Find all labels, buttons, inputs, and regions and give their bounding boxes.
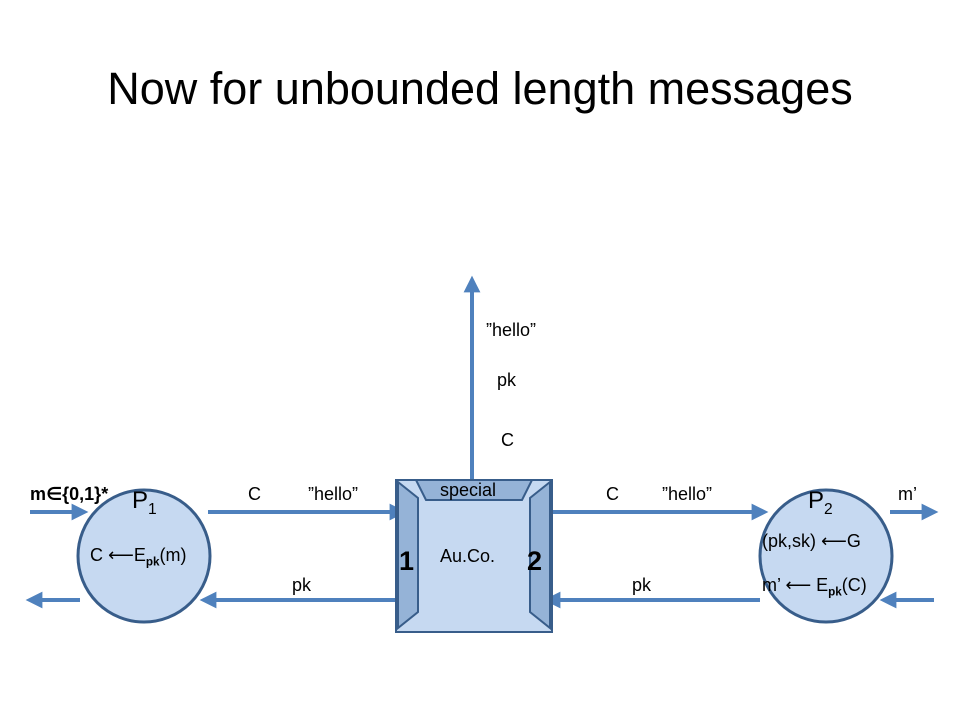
p2-decrypt-label: m’ ⟵ Epk(C) (762, 575, 867, 599)
p1-node[interactable] (76, 488, 212, 624)
auco-port-2 (529, 479, 551, 631)
p2-output-label: m’ (898, 484, 917, 504)
p1-input-label: m∈{0,1}* (30, 484, 109, 504)
right-bottom-pk-label: pk (632, 575, 652, 595)
top-hello-label: ”hello” (486, 320, 537, 340)
auco-port-1 (397, 479, 419, 631)
auco-special-label: special (440, 480, 497, 500)
left-top-hello-label: ”hello” (308, 484, 359, 504)
auco-port-1-label: 1 (399, 546, 415, 576)
p2-node[interactable] (758, 488, 894, 624)
page-title: Now for unbounded length messages (107, 63, 853, 114)
top-c-label: C (501, 430, 514, 450)
p1-encrypt-label: C ⟵Epk(m) (90, 545, 187, 569)
auco-label: Au.Co. (440, 546, 496, 566)
auco-port-2-label: 2 (527, 546, 543, 576)
auco-special-port (414, 479, 534, 501)
top-pk-label: pk (497, 370, 517, 390)
right-top-hello-label: ”hello” (662, 484, 713, 504)
left-bottom-pk-label: pk (292, 575, 312, 595)
right-top-c-label: C (606, 484, 619, 504)
p2-name: P2 (808, 487, 833, 518)
left-top-c-label: C (248, 484, 261, 504)
p1-name: P1 (132, 487, 157, 518)
p2-keygen-label: (pk,sk) ⟵G (762, 531, 861, 551)
